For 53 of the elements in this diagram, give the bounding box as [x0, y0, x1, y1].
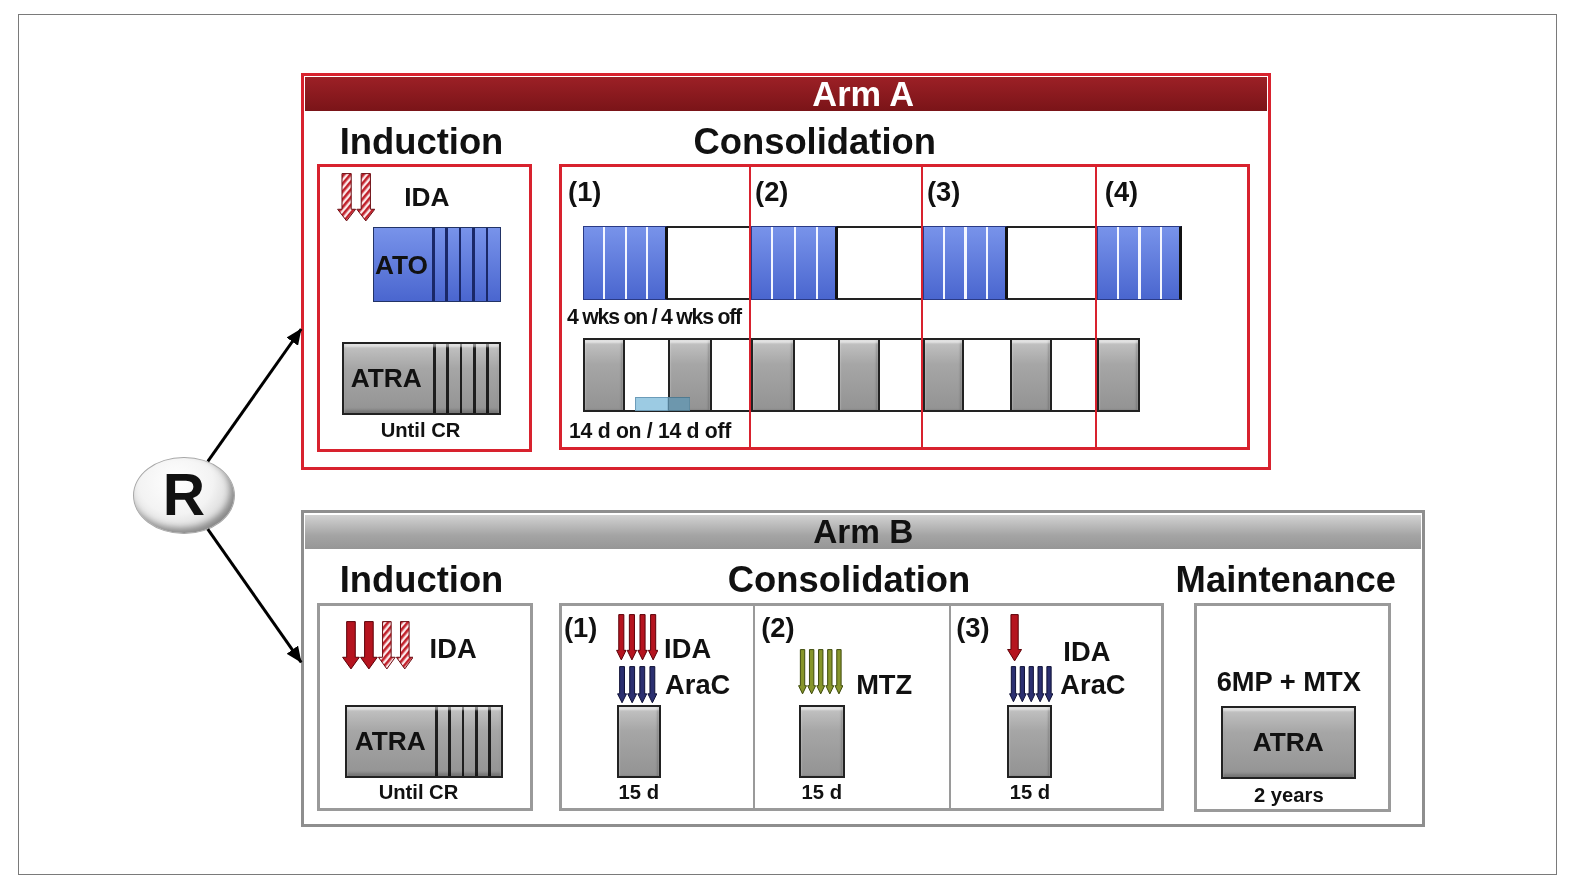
randomization-symbol: R [133, 456, 235, 534]
drug-bar: ATRA [1221, 705, 1356, 780]
treatment-bar [751, 337, 796, 413]
arm-panel [301, 72, 1271, 470]
treatment-bar [1096, 337, 1141, 413]
treatment-bar [922, 226, 1008, 301]
schedule-label: 4 wks on / 4 wks off [567, 304, 741, 330]
cycle-number: (3) [926, 176, 961, 208]
treatment-bar [798, 704, 845, 779]
drug-label: AraC [1060, 668, 1126, 700]
duration-label: 15 d [1009, 781, 1051, 805]
drug-label: IDA [1063, 636, 1111, 668]
drug-label: 6MP + MTX [1216, 665, 1361, 697]
drug-bar: ATO [373, 227, 502, 303]
arrow [206, 328, 303, 463]
phase-heading: Induction [339, 120, 504, 163]
cycle-number: (2) [761, 612, 795, 644]
phase-heading: Induction [339, 558, 504, 601]
arrow [206, 528, 303, 664]
duration-label: Until CR [380, 419, 461, 443]
arm-panel [301, 510, 1426, 827]
cycle-number: (3) [956, 612, 990, 644]
drug-bar: ATRA [341, 341, 502, 416]
drug-label: IDA [404, 181, 450, 212]
arm-title-bar: Arm B [305, 514, 1422, 549]
treatment-bar [751, 226, 838, 301]
cycle-number: (1) [564, 612, 598, 644]
drug-label: IDA [664, 633, 712, 665]
drug-label: IDA [429, 633, 477, 665]
duration-label: 15 d [618, 781, 660, 805]
treatment-bar [922, 337, 965, 413]
drug-bar: ATRA [344, 704, 504, 779]
treatment-bar [616, 704, 662, 779]
treatment-bar [583, 226, 669, 301]
treatment-bar [668, 337, 712, 413]
treatment-bar [1009, 337, 1053, 413]
treatment-bar [583, 337, 625, 413]
duration-label: 2 years [1253, 784, 1324, 808]
drug-label: MTZ [856, 668, 913, 700]
cycle-number: (1) [568, 176, 602, 208]
duration-label: 15 d [801, 781, 842, 805]
cycle-number: (4) [1104, 176, 1139, 208]
phase-heading: Consolidation [693, 120, 936, 163]
arm-title-bar: Arm A [305, 76, 1267, 112]
schedule-label: 14 d on / 14 d off [569, 419, 731, 444]
phase-heading: Consolidation [727, 558, 971, 601]
duration-label: Until CR [378, 781, 459, 805]
cycle-number: (2) [755, 176, 789, 208]
treatment-bar [1006, 704, 1053, 779]
treatment-bar [1096, 226, 1182, 301]
drug-label: AraC [665, 668, 731, 700]
treatment-bar [837, 337, 881, 413]
phase-heading: Maintenance [1175, 558, 1396, 601]
